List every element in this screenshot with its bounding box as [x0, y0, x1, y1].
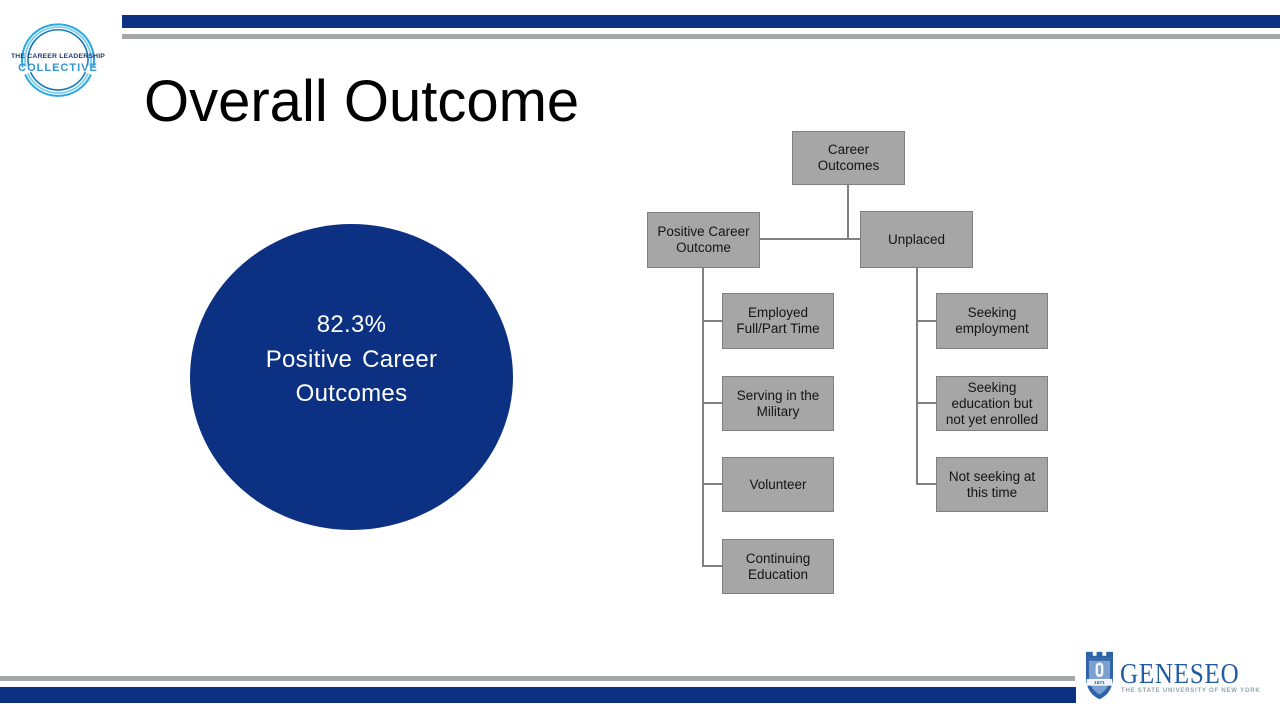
stat-label-line1: Positive Career: [265, 345, 438, 373]
positive-outcomes-circle-text: 82.3% Positive Career Outcomes: [190, 308, 513, 412]
orgchart-label: Positive Career Outcome: [657, 224, 750, 255]
orgchart-box-positive-career-outcome: Positive Career Outcome: [647, 212, 760, 268]
geneseo-wordmark: GENESEO: [1120, 658, 1240, 690]
positive-outcomes-circle: 82.3% Positive Career Outcomes: [190, 224, 513, 530]
orgchart-label: Career Outcomes: [817, 142, 880, 173]
orgchart-box-seeking-employment: Seeking employment: [936, 293, 1048, 349]
orgchart-box-volunteer: Volunteer: [722, 457, 834, 512]
orgchart-label: Employed Full/Part Time: [736, 305, 820, 336]
connector-left-branch-vertical: [702, 267, 704, 567]
geneseo-tagline: THE STATE UNIVERSITY OF NEW YORK: [1121, 688, 1261, 694]
bottom-accent-bar-navy: [0, 687, 1076, 703]
orgchart-label: Volunteer: [749, 476, 807, 492]
connector-stub-employed: [702, 320, 723, 322]
orgchart-box-seeking-education: Seeking education but not yet enrolled: [936, 376, 1048, 431]
orgchart-label: Seeking employment: [955, 305, 1029, 336]
orgchart-box-not-seeking: Not seeking at this time: [936, 457, 1048, 512]
page-title: Overall Outcome: [144, 69, 580, 134]
connector-stub-military: [702, 402, 723, 404]
orgchart-label: Not seeking at this time: [948, 468, 1036, 500]
stat-percentage: 82.3%: [316, 311, 387, 338]
bottom-accent-bar-gray: [0, 676, 1075, 681]
orgchart-box-serving-military: Serving in the Military: [722, 376, 834, 431]
orgchart-box-employed: Employed Full/Part Time: [722, 293, 834, 349]
orgchart-box-continuing-education: Continuing Education: [722, 539, 834, 594]
clc-circle-arcs-icon: [21, 23, 95, 97]
connector-stub-seeking-employment: [916, 320, 937, 322]
connector-right-branch-vertical: [916, 267, 918, 485]
geneseo-shield-icon: 1871: [1086, 651, 1113, 700]
geneseo-shield-year: 1871: [1094, 680, 1105, 686]
orgchart-label: Continuing Education: [745, 550, 811, 582]
orgchart-box-unplaced: Unplaced: [860, 211, 973, 268]
connector-stub-seeking-education: [916, 402, 937, 404]
top-accent-bar-gray: [122, 34, 1280, 39]
connector-stub-not-seeking: [916, 483, 937, 485]
top-accent-bar-navy: [122, 15, 1280, 28]
career-leadership-collective-logo: THE CAREER LEADERSHIP COLLECTIVE: [11, 23, 105, 97]
clc-logo-line1: THE CAREER LEADERSHIP: [11, 53, 105, 60]
connector-stub-volunteer: [702, 483, 723, 485]
connector-root-horizontal: [760, 238, 861, 240]
connector-root-vertical: [847, 185, 849, 240]
orgchart-box-career-outcomes: Career Outcomes: [792, 131, 905, 185]
orgchart-label: Unplaced: [887, 231, 946, 247]
connector-stub-continuing-education: [702, 565, 723, 567]
orgchart-label: Serving in the Military: [736, 387, 820, 419]
orgchart-label: Seeking education but not yet enrolled: [945, 379, 1039, 427]
stat-label-line2: Outcomes: [295, 380, 408, 407]
clc-logo-line2: COLLECTIVE: [18, 62, 98, 74]
